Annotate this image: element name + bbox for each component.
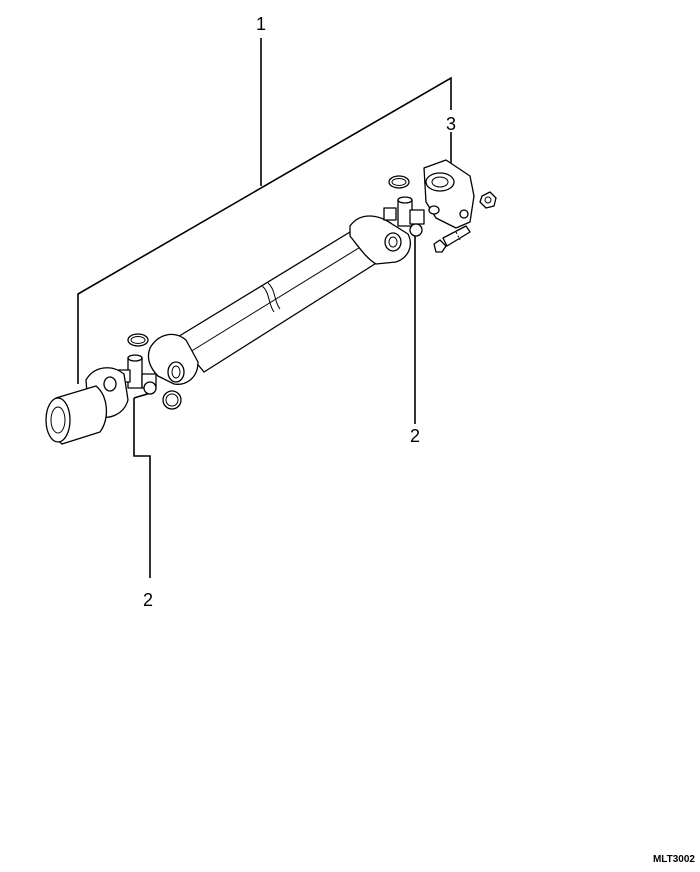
callout-2-left: 2 bbox=[143, 590, 153, 610]
tube-yoke-right bbox=[349, 215, 411, 265]
circlip-left-upper bbox=[127, 333, 149, 347]
leader-lines bbox=[77, 38, 452, 578]
circlip-left-lower bbox=[162, 390, 182, 410]
callout-1: 1 bbox=[256, 14, 266, 34]
flange-bolt bbox=[433, 225, 471, 253]
flange-nut bbox=[479, 191, 497, 209]
callout-3: 3 bbox=[446, 114, 456, 134]
circlip-right bbox=[388, 175, 410, 189]
callout-2-right: 2 bbox=[410, 426, 420, 446]
figure-code: MLT3002 bbox=[653, 854, 695, 865]
companion-flange bbox=[423, 159, 475, 229]
slip-yoke bbox=[45, 367, 129, 445]
propshaft-tube bbox=[175, 231, 379, 373]
tube-yoke-left bbox=[147, 333, 199, 385]
universal-joint-right bbox=[383, 196, 425, 237]
